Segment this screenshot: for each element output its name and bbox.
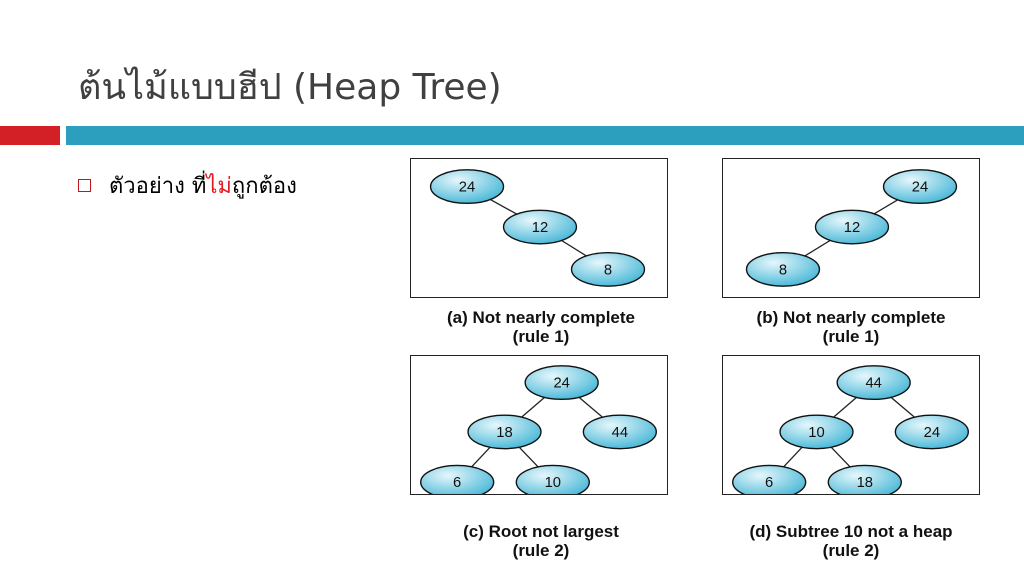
tree-node-label: 10 bbox=[545, 475, 561, 491]
tree-node: 10 bbox=[779, 414, 854, 450]
tree-caption-b: (b) Not nearly complete (rule 1) bbox=[701, 308, 1001, 346]
tree-node: 6 bbox=[732, 464, 807, 494]
tree-caption-c-line1: (c) Root not largest bbox=[463, 522, 619, 541]
tree-node: 12 bbox=[502, 209, 578, 245]
tree-caption-b-line2: (rule 1) bbox=[822, 327, 880, 346]
bullet-text: ตัวอย่าง ที่ไม่ถูกต้อง bbox=[109, 168, 297, 203]
bullet-item: ตัวอย่าง ที่ไม่ถูกต้อง bbox=[78, 168, 297, 203]
tree-caption-c: (c) Root not largest (rule 2) bbox=[391, 522, 691, 560]
tree-caption-d-line1: (d) Subtree 10 not a heap bbox=[749, 522, 953, 541]
tree-node: 8 bbox=[745, 251, 821, 287]
tree-node-ellipse bbox=[827, 464, 902, 494]
tree-node: 12 bbox=[814, 209, 890, 245]
tree-node-label: 24 bbox=[553, 376, 569, 392]
tree-node-label: 8 bbox=[779, 262, 787, 278]
tree-node-ellipse bbox=[894, 414, 969, 450]
tree-diagram-d: 44 10 24 6 18 bbox=[732, 365, 969, 494]
tree-node-ellipse bbox=[429, 169, 505, 205]
tree-node-label: 44 bbox=[612, 425, 628, 441]
tree-node-ellipse bbox=[420, 464, 495, 494]
tree-panel-b: 24 12 8 bbox=[722, 158, 980, 298]
tree-node-label: 18 bbox=[857, 475, 873, 491]
tree-node-label: 10 bbox=[808, 425, 824, 441]
tree-panel-c: 24 18 44 6 10 bbox=[410, 355, 668, 495]
tree-node: 6 bbox=[420, 464, 495, 494]
tree-node: 18 bbox=[827, 464, 902, 494]
tree-node-ellipse bbox=[570, 251, 646, 287]
tree-caption-c-line2: (rule 2) bbox=[512, 541, 570, 560]
tree-node-label: 24 bbox=[912, 180, 928, 196]
title-accent-bar-red bbox=[0, 126, 60, 145]
tree-node: 44 bbox=[836, 365, 911, 401]
tree-caption-a-line2: (rule 1) bbox=[512, 327, 570, 346]
tree-node: 24 bbox=[882, 169, 958, 205]
slide-title: ต้นไม้แบบฮีป (Heap Tree) bbox=[78, 67, 502, 108]
tree-caption-d-line2: (rule 2) bbox=[822, 541, 880, 560]
tree-node-label: 24 bbox=[459, 180, 475, 196]
bullet-text-highlight: ไม่ bbox=[206, 174, 232, 199]
tree-node-ellipse bbox=[882, 169, 958, 205]
tree-node-ellipse bbox=[745, 251, 821, 287]
title-accent-bar-teal bbox=[66, 126, 1024, 145]
tree-diagram-a: 24 12 8 bbox=[429, 169, 646, 287]
tree-diagram-c: 24 18 44 6 10 bbox=[420, 365, 657, 494]
tree-node-label: 44 bbox=[865, 376, 881, 392]
tree-panel-d: 44 10 24 6 18 bbox=[722, 355, 980, 495]
tree-node-label: 24 bbox=[924, 425, 940, 441]
tree-diagram-b: 24 12 8 bbox=[745, 169, 958, 287]
tree-node-label: 8 bbox=[604, 262, 612, 278]
tree-node: 44 bbox=[582, 414, 657, 450]
tree-node: 18 bbox=[467, 414, 542, 450]
tree-node-label: 6 bbox=[453, 475, 461, 491]
square-bullet-icon bbox=[78, 179, 91, 192]
tree-caption-a: (a) Not nearly complete (rule 1) bbox=[391, 308, 691, 346]
tree-node-label: 6 bbox=[765, 475, 773, 491]
tree-node: 8 bbox=[570, 251, 646, 287]
tree-node-ellipse bbox=[467, 414, 542, 450]
tree-node: 24 bbox=[524, 365, 599, 401]
tree-node-ellipse bbox=[582, 414, 657, 450]
tree-node-ellipse bbox=[779, 414, 854, 450]
tree-node-label: 18 bbox=[496, 425, 512, 441]
tree-node-label: 12 bbox=[532, 220, 548, 236]
tree-node-ellipse bbox=[814, 209, 890, 245]
bullet-text-prefix: ตัวอย่าง ที่ bbox=[109, 174, 207, 199]
tree-node-ellipse bbox=[732, 464, 807, 494]
tree-node-label: 12 bbox=[844, 220, 860, 236]
tree-caption-d: (d) Subtree 10 not a heap (rule 2) bbox=[701, 522, 1001, 560]
tree-node-ellipse bbox=[524, 365, 599, 401]
tree-node: 24 bbox=[894, 414, 969, 450]
tree-node-ellipse bbox=[515, 464, 590, 494]
tree-node: 10 bbox=[515, 464, 590, 494]
tree-panel-a: 24 12 8 bbox=[410, 158, 668, 298]
tree-node: 24 bbox=[429, 169, 505, 205]
bullet-text-suffix: ถูกต้อง bbox=[231, 174, 297, 199]
tree-caption-a-line1: (a) Not nearly complete bbox=[447, 308, 635, 327]
tree-caption-b-line1: (b) Not nearly complete bbox=[756, 308, 946, 327]
tree-node-ellipse bbox=[502, 209, 578, 245]
tree-node-ellipse bbox=[836, 365, 911, 401]
